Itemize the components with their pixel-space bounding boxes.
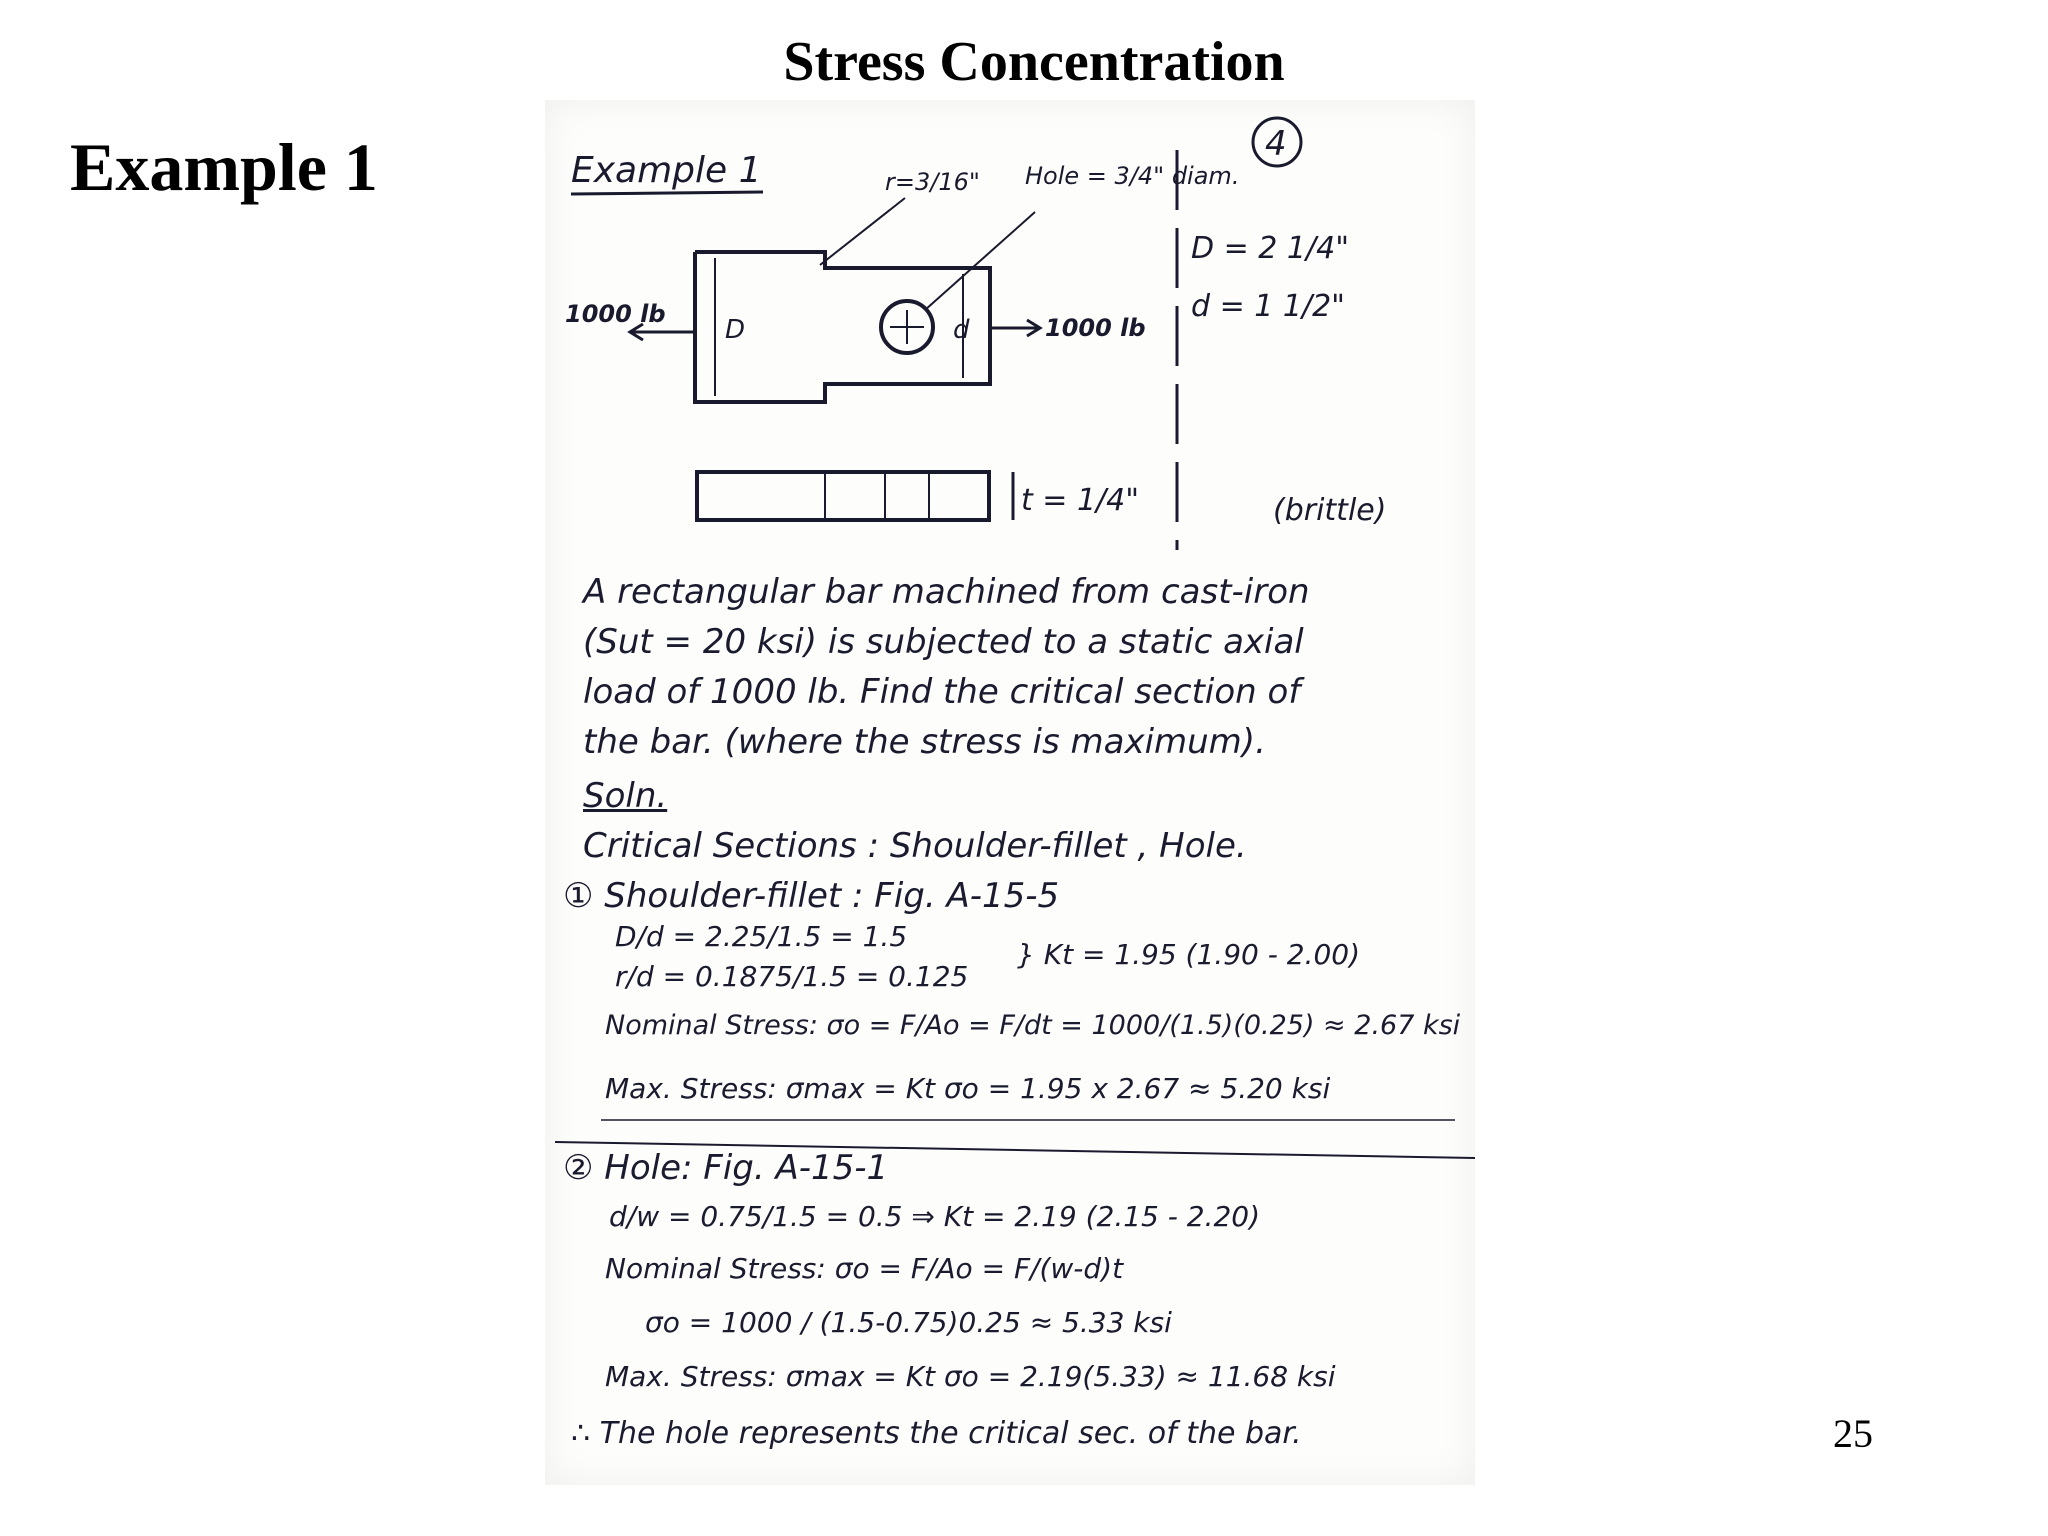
- hole-nominal: Nominal Stress: σo = F/Ao = F/(w-d)t: [605, 1252, 1124, 1285]
- hole-circle: [879, 299, 935, 355]
- load-right-label: 1000 lb: [1045, 314, 1146, 342]
- circled-number: 4: [1265, 124, 1287, 164]
- conclusion: ∴ The hole represents the critical sec. …: [571, 1416, 1302, 1451]
- dim-D-value: D = 2 1/4": [1191, 231, 1349, 266]
- sketch-drawing: Example 1 4 r=3/16" Hole = 3/4" diam. D …: [554, 116, 1475, 1159]
- example-heading: Example 1: [70, 129, 378, 205]
- thickness-label: t = 1/4": [1021, 483, 1139, 518]
- hole-max: Max. Stress: σmax = Kt σo = 2.19(5.33) ≈…: [605, 1360, 1336, 1393]
- page-number: 25: [1833, 1411, 1873, 1456]
- shoulder-Dd: D/d = 2.25/1.5 = 1.5: [615, 920, 908, 953]
- shoulder-kt: } Kt = 1.95 (1.90 - 2.00): [1017, 938, 1360, 971]
- bar-side-view: [695, 470, 991, 522]
- load-left-label: 1000 lb: [565, 300, 666, 328]
- dim-D-symbol: D: [725, 315, 745, 345]
- note-heading: Example 1: [571, 150, 762, 191]
- shoulder-nominal: Nominal Stress: σo = F/Ao = F/dt = 1000/…: [605, 1010, 1461, 1041]
- hole-dw: d/w = 0.75/1.5 = 0.5 ⇒ Kt = 2.19 (2.15 -…: [609, 1200, 1261, 1233]
- circled-number-icon: [1251, 116, 1303, 168]
- hole-heading: ② Hole: Fig. A-15-1: [563, 1148, 889, 1188]
- handwritten-note-scan: Example 1 4 r=3/16" Hole = 3/4" diam. D …: [545, 100, 1475, 1485]
- bar-plan-view: [693, 250, 992, 404]
- critical-sections: Critical Sections : Shoulder-fillet , Ho…: [583, 826, 1247, 866]
- problem-line-2: (Sut = 20 ksi) is subjected to a static …: [583, 622, 1304, 662]
- shoulder-heading: ① Shoulder-fillet : Fig. A-15-5: [563, 876, 1060, 916]
- problem-line-3: load of 1000 lb. Find the critical secti…: [583, 672, 1301, 712]
- shoulder-max: Max. Stress: σmax = Kt σo = 1.95 x 2.67 …: [605, 1072, 1331, 1105]
- hole-sigma: σo = 1000 / (1.5-0.75)0.25 ≈ 5.33 ksi: [645, 1306, 1172, 1339]
- brittle-label: (brittle): [1273, 493, 1386, 528]
- hole-label: Hole = 3/4" diam.: [1025, 162, 1239, 190]
- problem-line-1: A rectangular bar machined from cast-iro…: [583, 572, 1310, 612]
- shoulder-rd: r/d = 0.1875/1.5 = 0.125: [615, 960, 969, 993]
- dim-d-symbol: d: [953, 315, 970, 345]
- soln-label: Soln.: [583, 776, 668, 816]
- dim-d-value: d = 1 1/2": [1191, 289, 1345, 324]
- fillet-label: r=3/16": [885, 168, 980, 196]
- slide-title: Stress Concentration: [783, 31, 1285, 93]
- problem-line-4: the bar. (where the stress is maximum).: [583, 722, 1266, 762]
